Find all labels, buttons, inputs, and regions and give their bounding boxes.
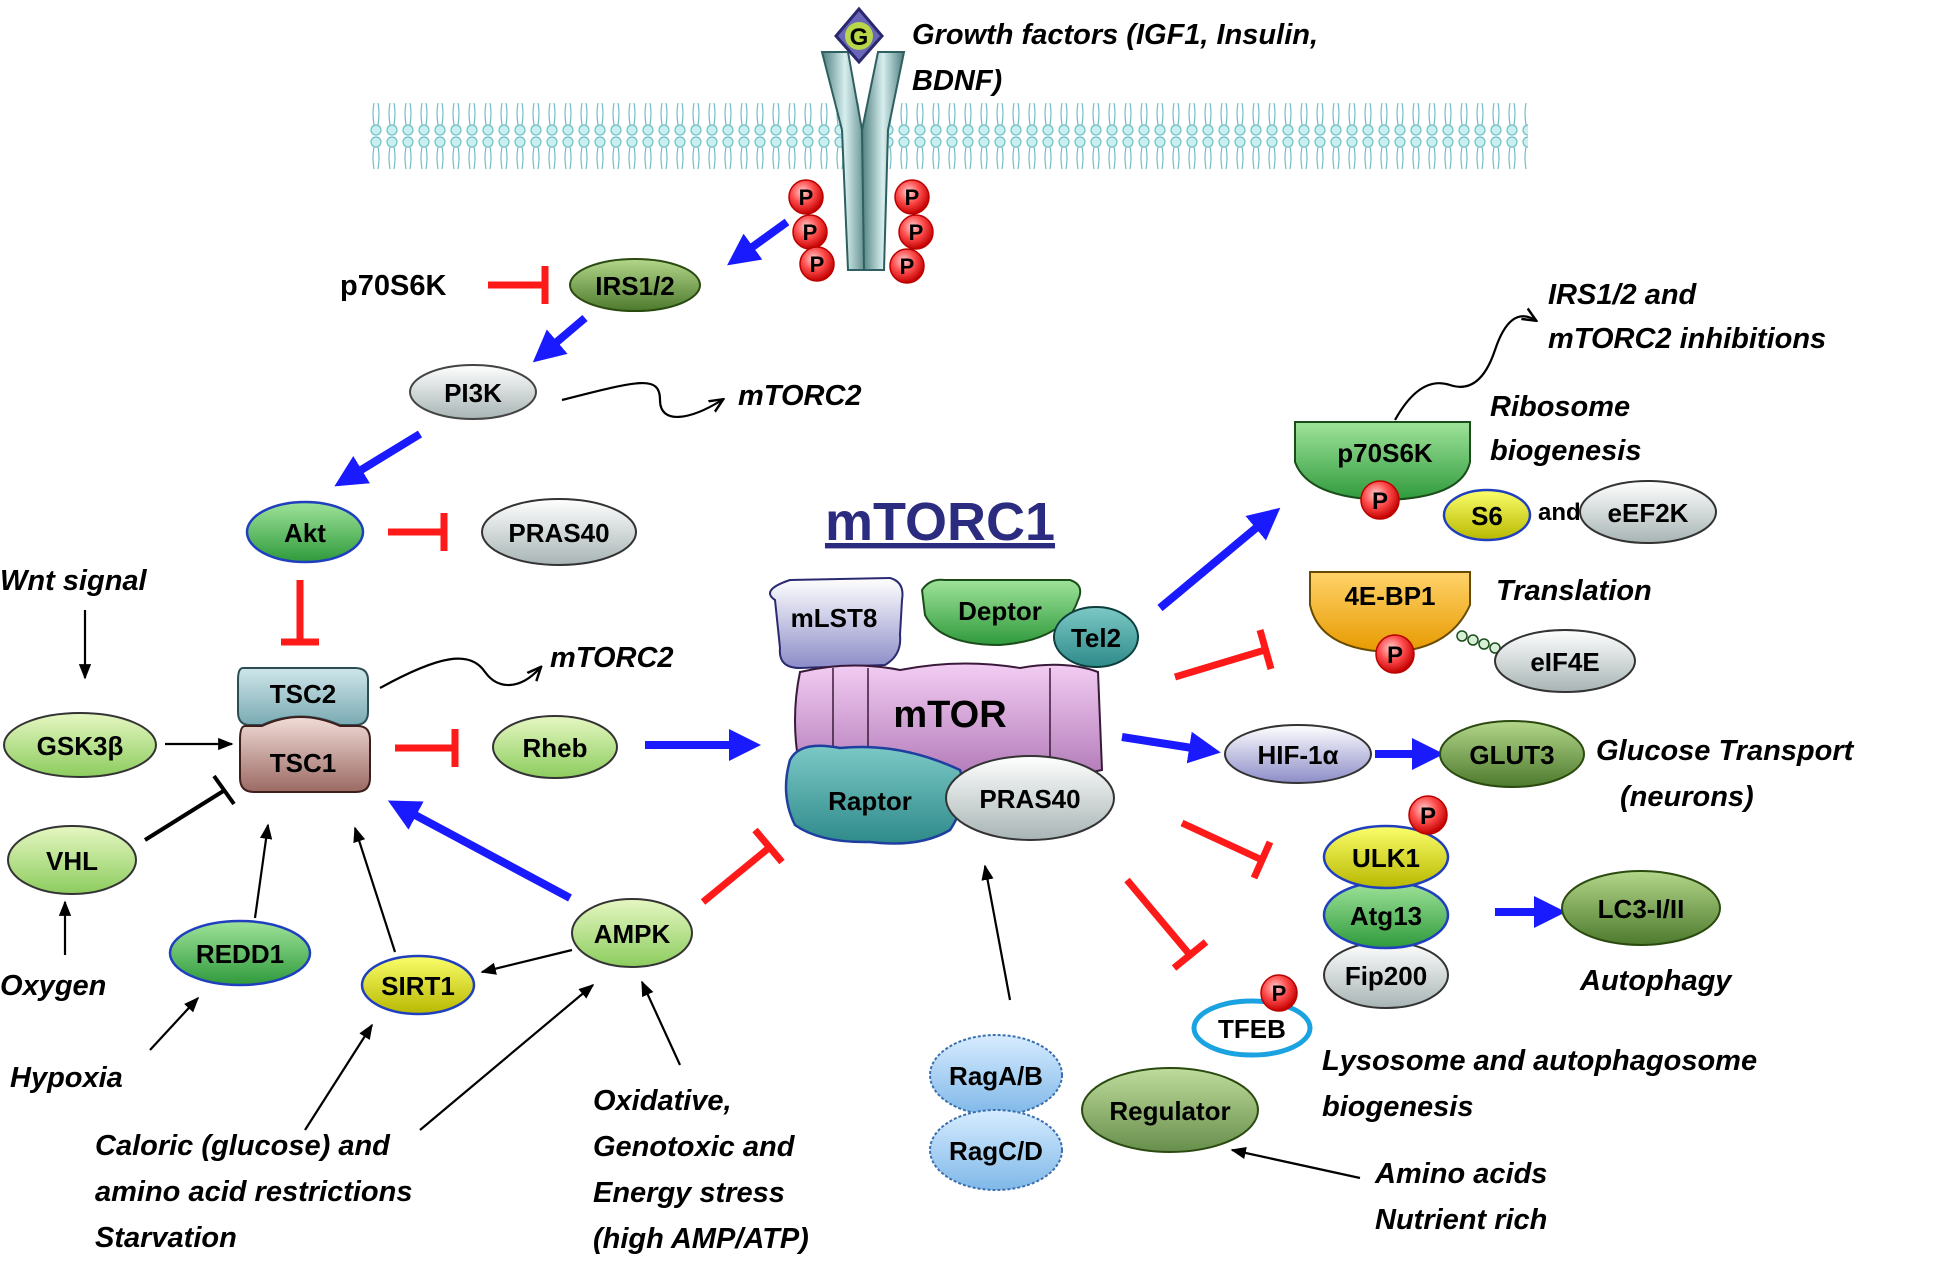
sirt1-node: SIRT1 [360, 954, 476, 1016]
glut3-node: GLUT3 [1439, 720, 1585, 788]
ulk1-label: ULK1 [1352, 843, 1420, 873]
lc3-node: LC3-I/II [1561, 870, 1721, 946]
svg-text:VHL: VHL [46, 846, 98, 876]
svg-text:LC3-I/II: LC3-I/II [1598, 894, 1685, 924]
oxygen-label: Oxygen [0, 970, 106, 1002]
svg-text:GLUT3: GLUT3 [1469, 740, 1554, 770]
gsk3b-node: GSK3β [3, 712, 157, 778]
svg-text:P: P [1372, 488, 1388, 515]
ragc-label: RagC/D [949, 1136, 1043, 1166]
eef2k-node: eEF2K [1579, 480, 1717, 544]
vhl-node: VHL [7, 825, 137, 895]
4ebp1-node: 4E-BP1 P [1309, 571, 1501, 674]
mlst8-label: mLST8 [791, 603, 878, 633]
receptor [820, 51, 906, 271]
cell-membrane [368, 103, 1528, 171]
svg-text:eIF4E: eIF4E [1530, 647, 1599, 677]
s6-node: S6 [1442, 488, 1532, 542]
svg-text:IRS1/2: IRS1/2 [595, 271, 675, 301]
growth-factor-ligand: G [834, 6, 884, 65]
svg-text:P: P [1387, 642, 1403, 669]
mtorc2-label-mid: mTORC2 [550, 642, 674, 674]
svg-text:REDD1: REDD1 [196, 939, 284, 969]
svg-text:TFEB: TFEB [1218, 1014, 1286, 1044]
hypoxia-label: Hypoxia [10, 1062, 123, 1094]
growth-factors-label: Growth factors (IGF1, Insulin,BDNF) [912, 19, 1318, 97]
svg-text:HIF-1α: HIF-1α [1258, 740, 1339, 770]
svg-text:G: G [850, 24, 869, 51]
pi3k-node: PI3K [409, 364, 537, 420]
tel2-label: Tel2 [1071, 623, 1121, 653]
rag-regulator-complex: RagA/B RagC/D Regulator [929, 1034, 1259, 1191]
hif1a-node: HIF-1α [1224, 724, 1372, 784]
mtor-label: mTOR [893, 694, 1006, 736]
svg-text:P: P [900, 254, 915, 279]
svg-text:P: P [1420, 803, 1436, 830]
svg-text:P: P [810, 252, 825, 277]
wnt-signal-label: Wnt signal [0, 565, 148, 597]
svg-text:Akt: Akt [284, 518, 326, 548]
svg-text:PI3K: PI3K [444, 378, 502, 408]
akt-node: Akt [245, 500, 365, 564]
svg-text:P: P [905, 185, 920, 210]
mtorc2-label-top: mTORC2 [738, 380, 862, 412]
svg-text:GSK3β: GSK3β [37, 731, 124, 761]
fip200-label: Fip200 [1345, 961, 1427, 991]
svg-text:P: P [909, 220, 924, 245]
p70s6k-downstream-node: p70S6K P [1294, 421, 1471, 520]
svg-text:P: P [1272, 981, 1287, 1006]
ampk-node: AMPK [571, 898, 693, 968]
svg-text:p70S6K: p70S6K [1337, 438, 1433, 468]
and-label: and [1538, 499, 1581, 526]
irs12-node: IRS1/2 [569, 258, 701, 312]
raptor-label: Raptor [828, 786, 912, 816]
svg-text:P: P [799, 185, 814, 210]
svg-text:SIRT1: SIRT1 [381, 971, 455, 1001]
redd1-node: REDD1 [168, 919, 312, 987]
receptor-phospho-right: P P P [889, 179, 934, 284]
mtorc1-title: mTORC1 [825, 492, 1055, 552]
regulator-label: Regulator [1109, 1096, 1230, 1126]
tsc1-label: TSC1 [270, 748, 336, 778]
atg13-label: Atg13 [1350, 901, 1422, 931]
tsc2-label: TSC2 [270, 679, 336, 709]
tsc-complex: TSC2 TSC1 [237, 667, 371, 793]
mtorc1-complex: mLST8 Deptor Tel2 mTOR Raptor PRAS40 [769, 576, 1139, 845]
svg-text:PRAS40: PRAS40 [508, 518, 609, 548]
svg-text:S6: S6 [1471, 501, 1503, 531]
ulk1-atg13-fip200-complex: Fip200 Atg13 ULK1 P [1322, 795, 1450, 1009]
svg-text:eEF2K: eEF2K [1608, 498, 1689, 528]
deptor-label: Deptor [958, 596, 1042, 626]
rheb-node: Rheb [492, 715, 618, 779]
svg-text:AMPK: AMPK [594, 919, 671, 949]
eif4e-node: eIF4E [1494, 629, 1636, 693]
pras40-complex-label: PRAS40 [979, 784, 1080, 814]
translation-label: Translation [1496, 575, 1652, 607]
svg-text:Rheb: Rheb [523, 733, 588, 763]
p70s6k-upstream-label: p70S6K [340, 270, 446, 302]
autophagy-label: Autophagy [1579, 965, 1733, 997]
receptor-phospho-left: P P P [788, 179, 835, 282]
raga-label: RagA/B [949, 1061, 1043, 1091]
glucose-transport-label: Glucose Transport(neurons) [1596, 735, 1855, 813]
tfeb-node: TFEB P [1191, 974, 1313, 1058]
pras40-upstream-node: PRAS40 [481, 498, 637, 566]
svg-text:4E-BP1: 4E-BP1 [1344, 581, 1435, 611]
svg-text:P: P [803, 220, 818, 245]
